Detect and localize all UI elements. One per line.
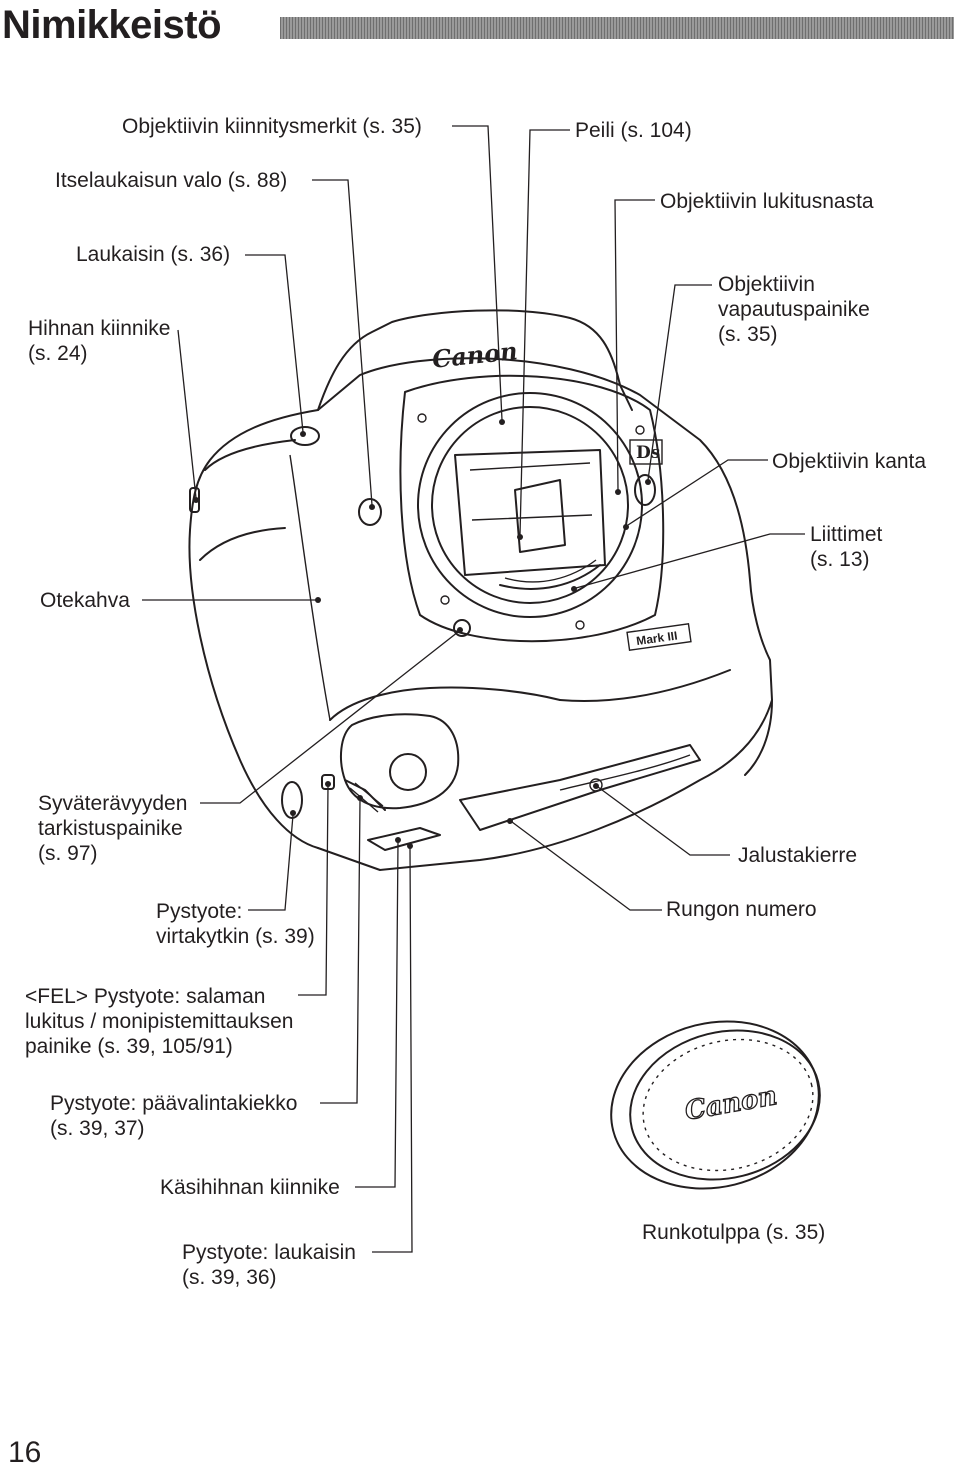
label-vertical-power: Pystyote: virtakytkin (s. 39) <box>156 900 315 948</box>
label-hand-strap-mount: Käsihihnan kiinnike <box>160 1176 340 1199</box>
label-grip: Otekahva <box>40 589 130 612</box>
mark-iii-badge: Mark III <box>635 629 678 649</box>
label-vertical-dial: Pystyote: päävalintakiekko (s. 39, 37) <box>50 1092 298 1140</box>
ds-badge: Ds <box>636 443 660 463</box>
label-serial-number: Rungon numero <box>666 898 817 921</box>
page-number: 16 <box>8 1436 42 1469</box>
leader-lines <box>142 125 805 1253</box>
canon-logo: Canon <box>431 336 519 374</box>
label-mount-index: Objektiivin kiinnitysmerkit (s. 35) <box>122 115 422 138</box>
label-vertical-shutter: Pystyote: laukaisin (s. 39, 36) <box>182 1241 356 1289</box>
label-fel-button: <FEL> Pystyote: salaman lukitus / monipi… <box>25 985 294 1058</box>
body-cap-drawing: Canon <box>610 1020 821 1190</box>
camera-body-drawing: Canon Mark III Ds <box>188 309 773 871</box>
label-self-timer-lamp: Itselaukaisun valo (s. 88) <box>55 169 288 192</box>
label-lens-lock-pin: Objektiivin lukitusnasta <box>660 190 874 213</box>
label-tripod-socket: Jalustakierre <box>738 844 858 867</box>
label-lens-mount: Objektiivin kanta <box>772 450 927 473</box>
label-body-cap: Runkotulppa (s. 35) <box>642 1221 826 1244</box>
body-cap-logo: Canon <box>683 1081 780 1127</box>
title-rule-bar <box>280 17 954 39</box>
label-mirror: Peili (s. 104) <box>575 119 692 142</box>
label-strap-mount: Hihnan kiinnike (s. 24) <box>28 317 171 365</box>
page-title: Nimikkeistö <box>2 3 222 47</box>
label-dof-preview: Syväterävyyden tarkistuspainike (s. 97) <box>38 792 188 865</box>
label-contacts: Liittimet (s. 13) <box>810 523 883 571</box>
label-shutter-button: Laukaisin (s. 36) <box>76 243 231 266</box>
label-lens-release-button: Objektiivin vapautuspainike (s. 35) <box>718 273 870 346</box>
